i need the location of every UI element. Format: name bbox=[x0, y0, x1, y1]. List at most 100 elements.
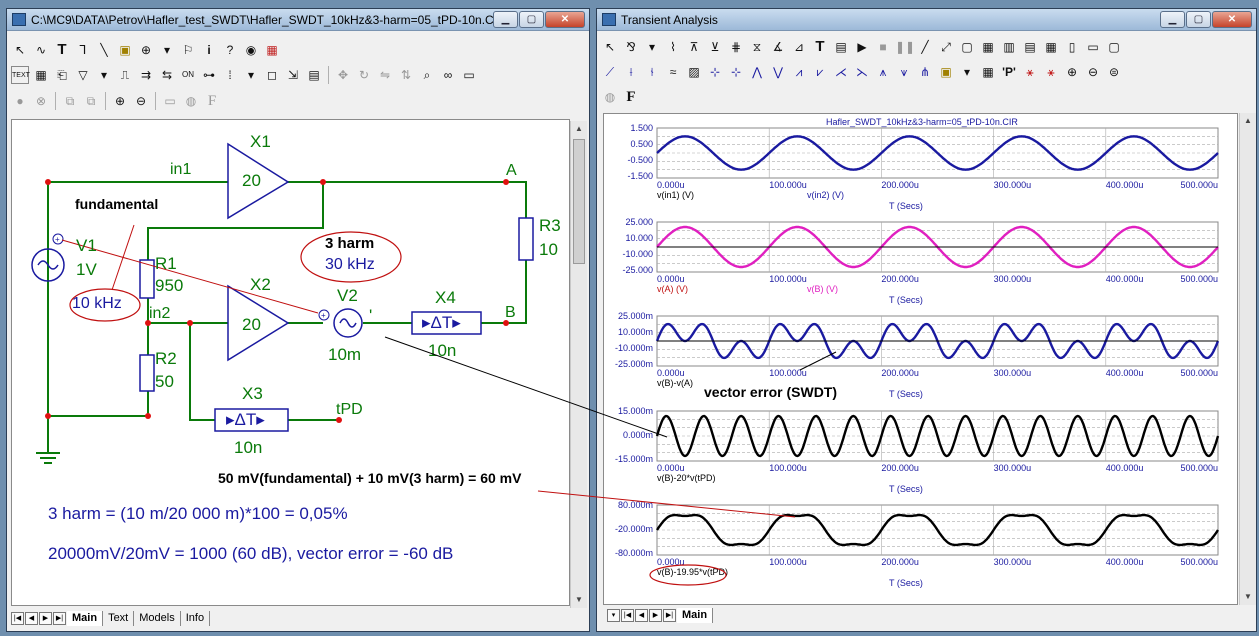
arrow-line-icon[interactable]: ⤢ bbox=[941, 40, 951, 54]
minimize-button[interactable]: ▁ bbox=[1160, 11, 1185, 28]
frame-icon[interactable]: ▢ bbox=[1108, 40, 1120, 54]
cursor-inflection-icon[interactable]: ⩘ bbox=[795, 65, 803, 79]
cursor-right-icon[interactable]: ⟊ bbox=[629, 65, 633, 79]
globe-icon[interactable]: ◍ bbox=[604, 90, 616, 104]
cursor-icon[interactable]: ⊕ bbox=[140, 43, 152, 57]
dropdown-icon[interactable]: ▾ bbox=[100, 68, 108, 82]
cursor-bottom-icon[interactable]: ⩛ bbox=[900, 65, 908, 79]
font-icon[interactable]: F bbox=[207, 93, 217, 109]
dropdown-icon[interactable]: ▾ bbox=[963, 65, 971, 79]
baseline-icon[interactable]: ▭ bbox=[1087, 40, 1099, 54]
scroll-down-arrow[interactable]: ▼ bbox=[575, 595, 583, 604]
grid-icon[interactable]: ▦ bbox=[35, 68, 47, 82]
grid-icon[interactable]: ▦ bbox=[982, 40, 994, 54]
first-page-button[interactable]: |◀ bbox=[621, 609, 634, 622]
web-icon[interactable]: ◉ bbox=[245, 43, 257, 57]
tab-info[interactable]: Info bbox=[181, 611, 211, 626]
maximize-button[interactable]: ▢ bbox=[519, 11, 544, 28]
wire-icon[interactable]: ∿ bbox=[35, 43, 47, 57]
on-icon[interactable]: ON bbox=[182, 70, 194, 79]
rotate-icon[interactable]: ↻ bbox=[358, 68, 370, 82]
binoculars-icon[interactable]: ∞ bbox=[443, 68, 453, 82]
last-page-button[interactable]: ▶| bbox=[53, 612, 66, 625]
text-tool-icon[interactable]: T bbox=[57, 41, 67, 58]
stop-icon[interactable]: ● bbox=[16, 94, 24, 108]
schematic-titlebar[interactable]: C:\MC9\DATA\Petrov\Hafler_test_SWDT\Hafl… bbox=[7, 9, 589, 31]
pointer-icon[interactable]: ↖ bbox=[14, 43, 26, 57]
select-icon[interactable]: ⁞ bbox=[228, 68, 232, 82]
stop-run-icon[interactable]: ■ bbox=[879, 40, 887, 54]
grid-fine-icon[interactable]: ▥ bbox=[1003, 40, 1015, 54]
dropdown-icon[interactable]: ▾ bbox=[163, 43, 171, 57]
box-select-icon[interactable]: ▢ bbox=[961, 40, 973, 54]
line-icon[interactable]: ⅂ bbox=[79, 43, 87, 57]
scale-icon[interactable]: ⅋ bbox=[626, 40, 636, 54]
cursor-left-icon[interactable]: ⟋ bbox=[605, 65, 615, 79]
plot-vscroll[interactable]: ▲ ▼ bbox=[1239, 113, 1256, 605]
font-icon[interactable]: F bbox=[626, 89, 636, 105]
cursor-valley-icon[interactable]: ⊹ bbox=[730, 65, 742, 79]
component-icon[interactable]: ▣ bbox=[119, 43, 131, 57]
cursor-global-low-icon[interactable]: ⋋ bbox=[856, 65, 868, 79]
plot-properties-y-icon[interactable]: ⚹ bbox=[1047, 65, 1055, 79]
table-icon[interactable]: ▦ bbox=[1045, 40, 1057, 54]
first-page-button[interactable]: |◀ bbox=[11, 612, 24, 625]
scale-y-icon[interactable]: ⋕ bbox=[730, 40, 742, 54]
text-tool-icon[interactable]: T bbox=[815, 38, 825, 55]
tab-main[interactable]: Main bbox=[67, 611, 104, 626]
fourier-icon[interactable]: ∡ bbox=[772, 40, 784, 54]
dropdown-button[interactable]: ▾ bbox=[607, 609, 620, 622]
cursor-chart-icon[interactable]: ▨ bbox=[688, 65, 700, 79]
find-icon[interactable]: ⌕ bbox=[423, 68, 431, 82]
cursor-wave-icon[interactable]: ≈ bbox=[669, 65, 677, 79]
tag-icon[interactable]: ⊿ bbox=[793, 40, 805, 54]
cursor-mode-icon[interactable]: ⧖ bbox=[752, 40, 762, 54]
scroll-up-arrow[interactable]: ▲ bbox=[575, 124, 583, 133]
tab-text[interactable]: Text bbox=[103, 611, 135, 626]
cursor-tag-icon[interactable]: ▣ bbox=[940, 65, 952, 79]
close-button[interactable]: ✕ bbox=[1212, 11, 1252, 28]
properties-icon[interactable]: ▤ bbox=[308, 68, 320, 82]
zoom-in-icon[interactable]: ⊕ bbox=[114, 94, 126, 108]
prev-page-button[interactable]: ◀ bbox=[25, 612, 38, 625]
help-icon[interactable]: ? bbox=[226, 43, 234, 57]
cursor-select-icon[interactable]: ⇲ bbox=[287, 68, 299, 82]
maximize-button[interactable]: ▢ bbox=[1186, 11, 1211, 28]
zoom-out-icon[interactable]: ⊖ bbox=[1087, 65, 1099, 79]
dropdown-icon[interactable]: ▾ bbox=[648, 40, 656, 54]
close-button[interactable]: ✕ bbox=[545, 11, 585, 28]
analysis-titlebar[interactable]: Transient Analysis ▁ ▢ ✕ bbox=[597, 9, 1256, 31]
globe-icon[interactable]: ◍ bbox=[185, 94, 197, 108]
data-points-icon[interactable]: ⌇ bbox=[670, 40, 676, 54]
node-icon[interactable]: ▽ bbox=[78, 68, 88, 82]
minimize-button[interactable]: ▁ bbox=[493, 11, 518, 28]
p-key-icon[interactable]: 'P' bbox=[1002, 65, 1016, 79]
pin-icon[interactable]: ⎍ bbox=[120, 68, 130, 82]
dropdown-icon[interactable]: ▾ bbox=[247, 68, 255, 82]
zoom-in-icon[interactable]: ⊕ bbox=[1066, 65, 1078, 79]
flag-icon[interactable]: ⚐ bbox=[182, 43, 194, 57]
cursor-slope-icon[interactable]: ⩗ bbox=[816, 65, 824, 79]
zoom-fit-icon[interactable]: ⊜ bbox=[1108, 65, 1120, 79]
box-icon[interactable]: ◻ bbox=[267, 68, 277, 82]
flip-icon[interactable]: ⇋ bbox=[379, 68, 391, 82]
next-page-button[interactable]: ▶ bbox=[649, 609, 662, 622]
grid-lines-icon[interactable]: ▤ bbox=[1024, 40, 1036, 54]
next-page-button[interactable]: ▶ bbox=[39, 612, 52, 625]
view-icon[interactable]: ▭ bbox=[463, 68, 475, 82]
scroll-thumb[interactable] bbox=[573, 139, 585, 264]
schematic-canvas[interactable]: + + X1 20 X2 20 X3 ▸ΔT▸ bbox=[11, 119, 570, 606]
align-icon[interactable]: ✥ bbox=[337, 68, 349, 82]
pause-icon[interactable]: ❚❚ bbox=[895, 40, 916, 54]
plot-properties-icon[interactable]: ⚹ bbox=[1026, 65, 1034, 79]
cursor-both-icon[interactable]: ⫮ bbox=[650, 65, 654, 79]
attribute-icon[interactable]: ⎗ bbox=[57, 68, 67, 82]
scroll-down-arrow[interactable]: ▼ bbox=[1244, 592, 1252, 601]
mirror-icon[interactable]: ⇅ bbox=[400, 68, 412, 82]
value-icon[interactable]: ⊶ bbox=[203, 68, 215, 82]
cursor-peak-icon[interactable]: ⊹ bbox=[709, 65, 721, 79]
tab-main[interactable]: Main bbox=[677, 608, 714, 623]
info-icon[interactable]: i bbox=[207, 43, 211, 57]
bus-icon[interactable]: ⇉ bbox=[140, 68, 152, 82]
